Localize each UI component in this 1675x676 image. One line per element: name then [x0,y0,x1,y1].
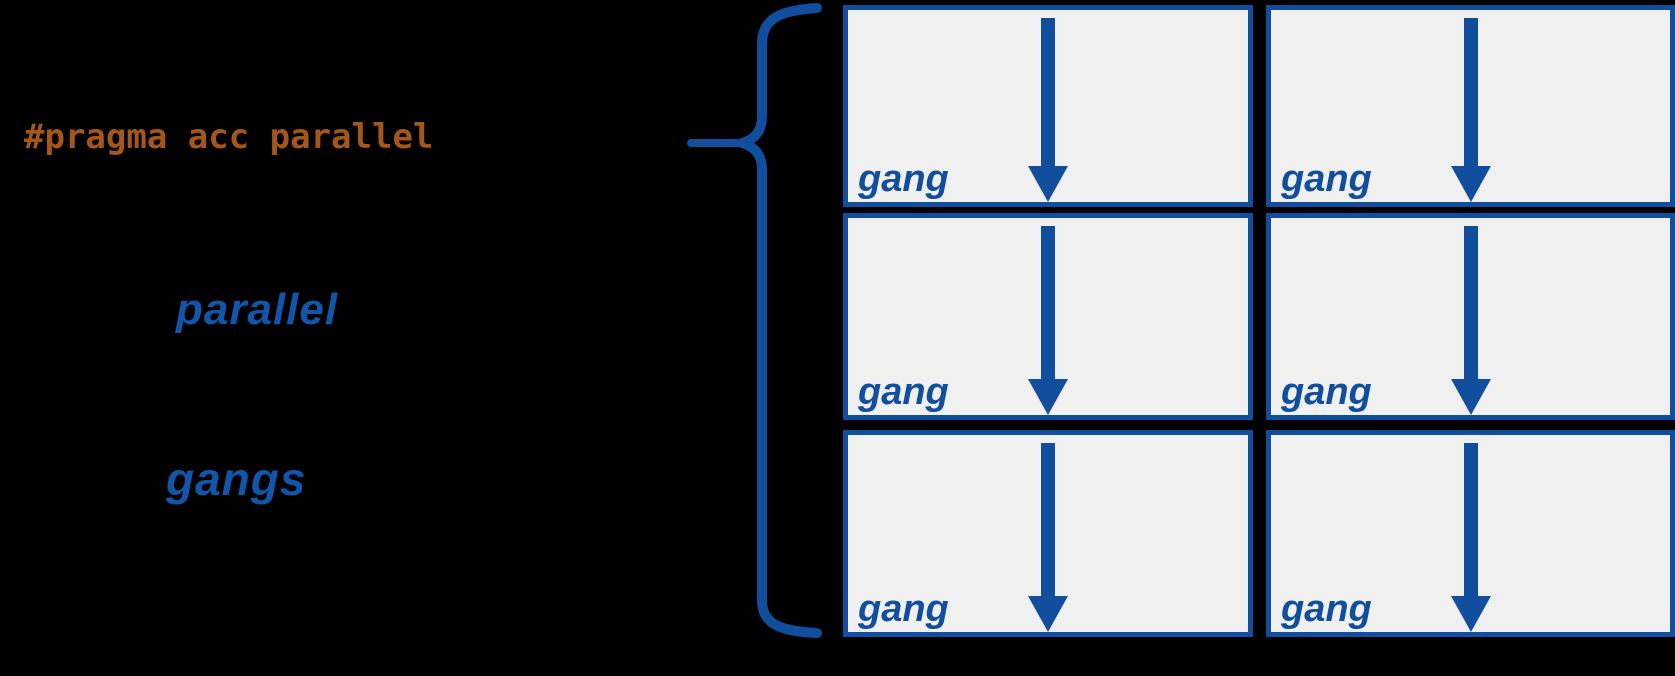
down-arrow-icon [1028,18,1068,202]
gang-label: gang [1281,588,1372,631]
gang-box: gang [1266,430,1675,637]
down-arrow-icon [1450,226,1491,415]
arrow-head [1028,379,1068,415]
down-arrow-icon [1028,226,1068,415]
gang-label: gang [858,158,949,201]
pragma-code-label: #pragma acc parallel [24,117,434,157]
gang-box: gang [1266,213,1675,420]
curly-brace-path [737,3,822,638]
gang-box: gang [843,5,1253,207]
gang-label: gang [1281,371,1372,414]
gang-box: gang [843,430,1253,637]
gang-label: gang [1281,158,1372,201]
parallel-label: parallel [176,285,339,334]
arrow-head [1028,166,1068,202]
gang-label: gang [858,371,949,414]
arrow-stem [1463,18,1478,168]
arrow-head [1450,379,1491,415]
arrow-head [1450,166,1491,202]
gang-box: gang [1266,5,1675,207]
down-arrow-icon [1028,443,1068,632]
arrow-stem [1463,443,1478,598]
gang-box: gang [843,213,1253,420]
gangs-label: gangs [166,453,307,505]
arrow-stem [1041,18,1055,168]
arrow-stem [1463,226,1478,381]
arrow-head [1028,596,1068,632]
down-arrow-icon [1450,18,1491,202]
arrow-stem [1041,443,1055,598]
arrow-head [1450,596,1491,632]
gang-label: gang [858,588,949,631]
down-arrow-icon [1450,443,1491,632]
arrow-stem [1041,226,1055,381]
